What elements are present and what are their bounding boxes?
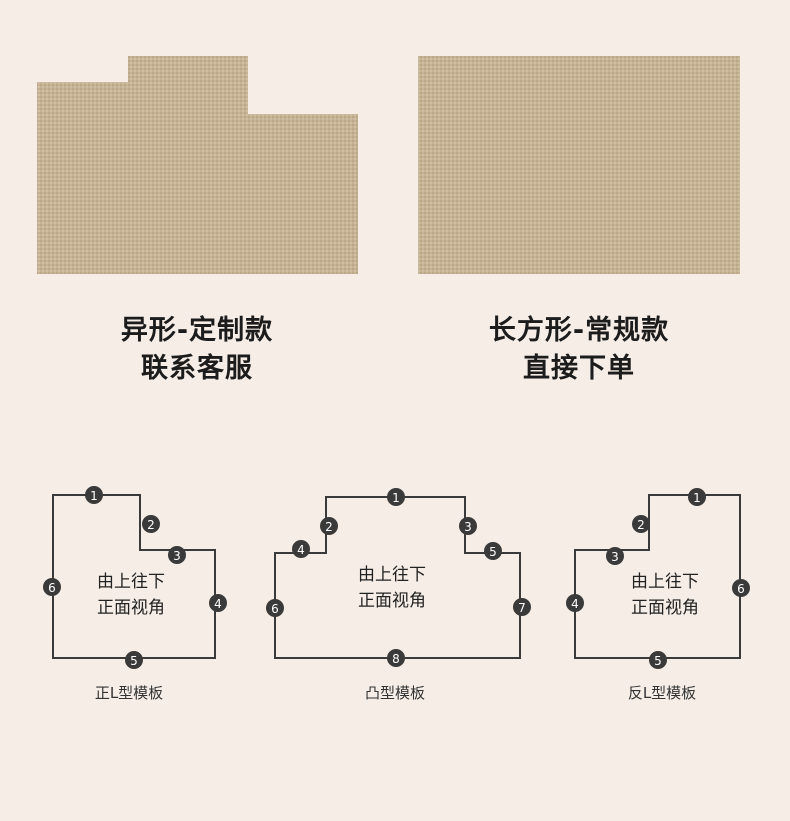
fabric-swatches: [37, 56, 740, 274]
marker-3: 3: [606, 547, 624, 565]
marker-5: 5: [649, 651, 667, 669]
svg-text:2: 2: [147, 518, 155, 532]
svg-text:7: 7: [518, 601, 526, 615]
svg-text:1: 1: [392, 491, 400, 505]
svg-text:1: 1: [693, 491, 701, 505]
marker-6: 6: [732, 579, 750, 597]
l-template-center-line1: 由上往下: [97, 572, 165, 592]
marker-2: 2: [142, 515, 160, 533]
convex-template-markers: 1 2 3 4 5 6 7 8: [266, 488, 531, 667]
l-template-markers: 1 2 3 4 5 6: [43, 486, 227, 669]
l-template-name: 正L型模板: [95, 684, 163, 702]
marker-3: 3: [168, 546, 186, 564]
l-template-outline: [52, 494, 216, 659]
svg-text:5: 5: [130, 654, 138, 668]
svg-text:5: 5: [654, 654, 662, 668]
marker-4: 4: [566, 594, 584, 612]
marker-2: 2: [320, 517, 338, 535]
marker-5: 5: [484, 542, 502, 560]
svg-text:3: 3: [173, 549, 181, 563]
convex-template-center-line2: 正面视角: [358, 591, 426, 611]
svg-text:4: 4: [571, 597, 579, 611]
marker-8: 8: [387, 649, 405, 667]
marker-6: 6: [43, 578, 61, 596]
marker-6: 6: [266, 599, 284, 617]
svg-text:2: 2: [637, 518, 645, 532]
svg-text:2: 2: [325, 520, 333, 534]
marker-2: 2: [632, 515, 650, 533]
custom-shape-caption: 异形-定制款 联系客服: [37, 312, 357, 388]
svg-text:6: 6: [271, 602, 279, 616]
marker-7: 7: [513, 598, 531, 616]
svg-text:3: 3: [611, 550, 619, 564]
reverse-l-template-name: 反L型模板: [628, 684, 696, 702]
convex-template-center-line1: 由上往下: [358, 565, 426, 585]
svg-text:4: 4: [297, 543, 305, 557]
marker-1: 1: [387, 488, 405, 506]
irregular-fabric-swatch: [37, 56, 358, 274]
svg-text:8: 8: [392, 652, 400, 666]
marker-1: 1: [688, 488, 706, 506]
custom-shape-caption-line1: 异形-定制款: [120, 315, 274, 346]
reverse-l-template-center-line1: 由上往下: [631, 572, 699, 592]
rectangle-fabric-swatch: [418, 56, 740, 274]
svg-text:3: 3: [464, 520, 472, 534]
svg-text:6: 6: [48, 581, 56, 595]
rectangle-caption-line1: 长方形-常规款: [488, 315, 670, 346]
marker-1: 1: [85, 486, 103, 504]
svg-text:4: 4: [214, 597, 222, 611]
rectangle-caption: 长方形-常规款 直接下单: [419, 312, 739, 388]
l-template-center-line2: 正面视角: [97, 598, 165, 618]
svg-text:1: 1: [90, 489, 98, 503]
svg-text:5: 5: [489, 545, 497, 559]
rectangle-caption-line2: 直接下单: [523, 353, 635, 384]
custom-shape-caption-line2: 联系客服: [141, 353, 253, 384]
marker-3: 3: [459, 517, 477, 535]
marker-4: 4: [209, 594, 227, 612]
marker-5: 5: [125, 651, 143, 669]
shape-templates: 1 2 3 4 5 6 1 2 3 4 5 6 7 8 1 2 3 4 5 6 …: [43, 486, 750, 702]
marker-4: 4: [292, 540, 310, 558]
reverse-l-template-outline: [574, 494, 741, 659]
reverse-l-template-markers: 1 2 3 4 5 6: [566, 488, 750, 669]
reverse-l-template-center-line2: 正面视角: [631, 598, 699, 618]
svg-text:6: 6: [737, 582, 745, 596]
convex-template-name: 凸型模板: [365, 684, 425, 702]
